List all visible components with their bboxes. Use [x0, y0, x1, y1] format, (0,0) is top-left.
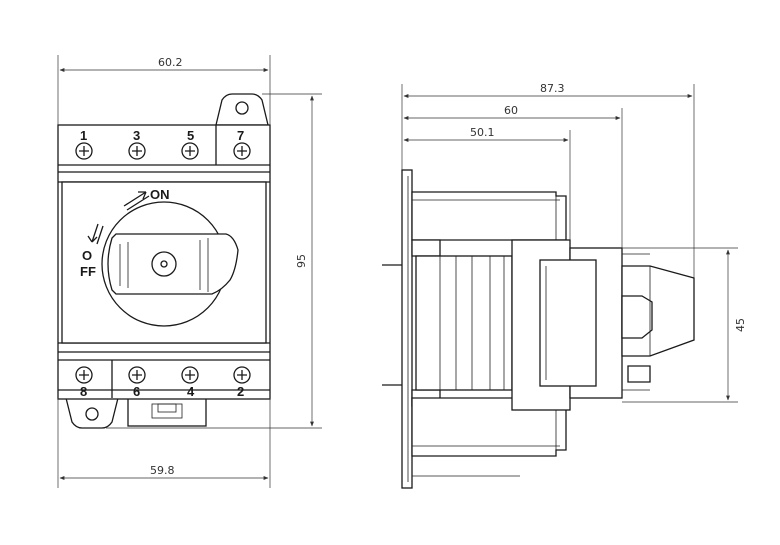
terminal-screw	[75, 366, 93, 384]
on-arrow-icon	[123, 191, 147, 207]
side-handle	[621, 253, 695, 391]
dimension-width-bottom: 59.8	[57, 398, 271, 488]
dimension-height: 95	[106, 93, 322, 429]
terminal-label-5: 5	[187, 128, 194, 143]
side-core-block	[415, 255, 513, 391]
dimension-label-depth-mid: 60	[504, 104, 518, 117]
terminal-label-4: 4	[187, 384, 195, 399]
on-label: ON	[150, 187, 170, 202]
side-view: 87.3 60 50.1 45	[382, 82, 747, 489]
dimension-label-depth-total: 87.3	[540, 82, 565, 95]
rotary-handle	[101, 201, 239, 327]
off-label-o: O	[82, 248, 92, 263]
dimension-handle-height: 45	[622, 247, 747, 403]
dimension-label-handle-height: 45	[734, 318, 747, 332]
dimension-label-width-top: 60.2	[158, 56, 183, 69]
bottom-mount-hole	[85, 407, 99, 421]
top-mount-hole	[235, 101, 249, 115]
terminal-label-6: 6	[133, 384, 140, 399]
top-mounting-ear	[215, 93, 269, 126]
terminal-screw	[233, 366, 251, 384]
dimension-depth-total: 87.3	[401, 82, 695, 278]
terminal-label-7: 7	[237, 128, 244, 143]
terminal-screw	[233, 142, 251, 160]
terminal-screw	[128, 142, 146, 160]
dimension-label-height: 95	[295, 254, 308, 268]
side-upper-housing	[411, 191, 567, 241]
terminal-screw	[75, 142, 93, 160]
terminal-label-2: 2	[237, 384, 244, 399]
terminal-label-8: 8	[80, 384, 87, 399]
terminal-label-3: 3	[133, 128, 140, 143]
dimension-label-width-bottom: 59.8	[150, 464, 175, 477]
front-view: 1 3 5 7 8 6 4 2 ON	[57, 55, 322, 488]
bottom-mounting-ear	[65, 397, 119, 429]
off-arrow-icon	[87, 223, 99, 243]
off-label-ff: FF	[80, 264, 96, 279]
dimension-width-top: 60.2	[57, 55, 271, 125]
dimension-depth-body: 50.1	[403, 126, 571, 240]
terminal-screw	[181, 366, 199, 384]
terminal-screw	[181, 142, 199, 160]
terminal-screw	[128, 366, 146, 384]
dimension-depth-mid: 60	[403, 104, 623, 248]
dimension-label-depth-body: 50.1	[470, 126, 495, 139]
side-mounting-plate	[401, 169, 413, 489]
terminal-label-1: 1	[80, 128, 87, 143]
